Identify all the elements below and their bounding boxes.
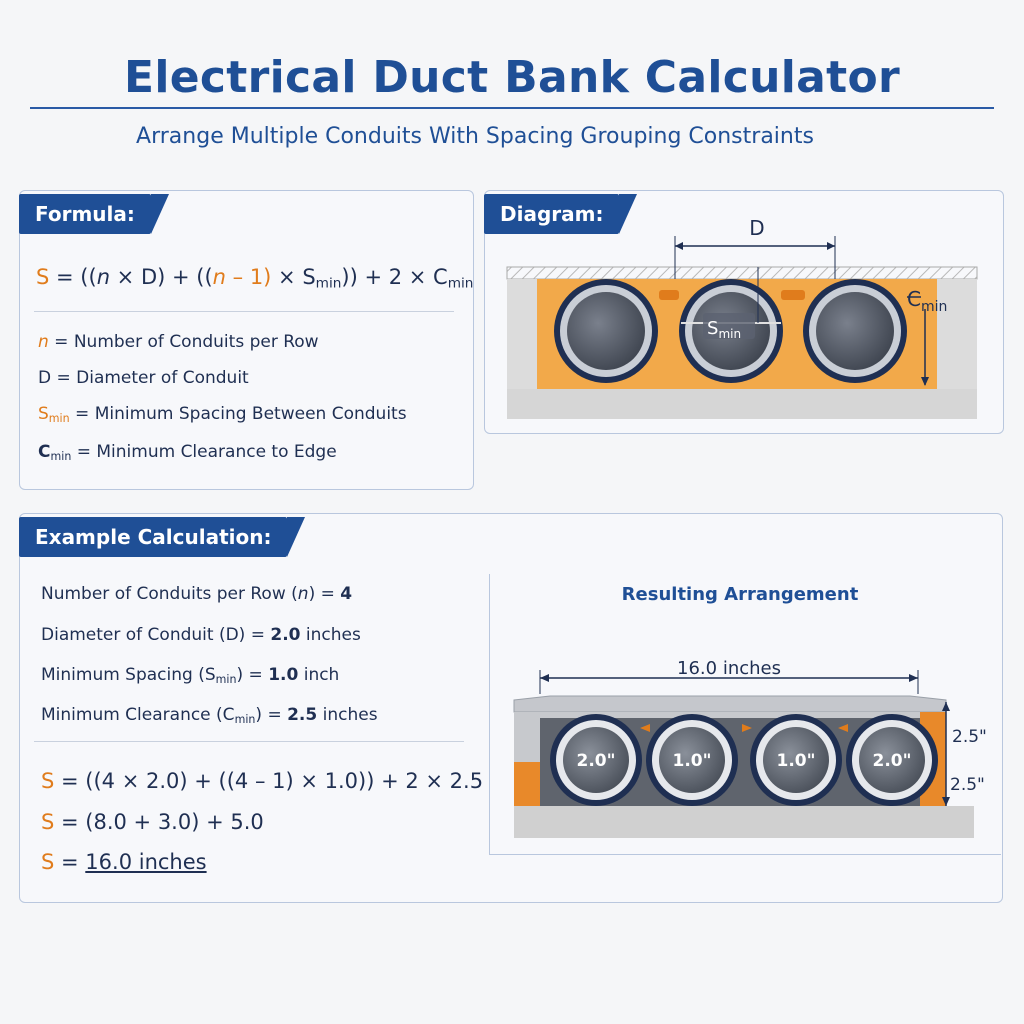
definition-n: n = Number of Conduits per Row	[38, 332, 319, 352]
result-arrangement-diagram: 16.0 inches 2.0" 1.0" 1.0" 2.0" 2.5" 2.5…	[513, 658, 987, 838]
spacer	[659, 290, 805, 300]
formula-part: )) + 2 × C	[341, 265, 448, 289]
clearance-arrow-top	[942, 702, 950, 711]
example-divider	[34, 741, 464, 742]
d-label: D	[749, 216, 764, 240]
formula-sub: min	[447, 275, 474, 292]
page-subtitle: Arrange Multiple Conduits With Spacing G…	[136, 124, 814, 149]
d-arrow-left	[675, 242, 683, 250]
input-d: Diameter of Conduit (D) = 2.0 inches	[41, 625, 361, 645]
example-tab: Example Calculation:	[19, 517, 306, 557]
cmin-label: Cmin	[907, 287, 947, 315]
formula-divider	[34, 311, 454, 312]
formula-expression: S = ((n × D) + ((n – 1) × Smin)) + 2 × C…	[36, 265, 473, 291]
formula-part: × D) + ((	[110, 265, 213, 289]
duct-base	[514, 806, 974, 838]
formula-part: – 1)	[225, 265, 272, 289]
result-conduit	[750, 714, 842, 806]
cross-section-diagram: D Smin Cmin	[506, 216, 978, 419]
conduit-label: 2.0"	[873, 751, 912, 771]
result-value: 16.0 inches	[85, 850, 207, 874]
calc-step-2: S = (8.0 + 3.0) + 5.0	[41, 810, 264, 834]
definition-d: D = Diameter of Conduit	[38, 368, 249, 388]
top-slab	[506, 266, 978, 280]
bottom-slab	[507, 389, 977, 419]
input-cmin: Minimum Clearance (Cmin) = 2.5 inches	[41, 705, 378, 726]
smin-label: Smin	[707, 318, 741, 341]
input-n: Number of Conduits per Row (n) = 4	[41, 584, 353, 604]
formula-n: n	[96, 265, 110, 289]
formula-panel: Formula: S = ((n × D) + ((n – 1) × Smin)…	[19, 190, 474, 490]
page-title: Electrical Duct Bank Calculator	[124, 52, 900, 103]
formula-n: n	[212, 265, 226, 289]
result-conduit	[646, 714, 738, 806]
result-subpanel: Resulting Arrangement 16.0 inches	[489, 574, 1001, 855]
width-arrow-left	[540, 674, 549, 682]
formula-tab: Formula:	[19, 194, 169, 234]
clearance-arrow-bottom	[942, 797, 950, 806]
width-label: 16.0 inches	[677, 658, 781, 679]
conduit	[803, 279, 907, 383]
result-title: Resulting Arrangement	[621, 584, 859, 605]
definition-cmin: Cmin = Minimum Clearance to Edge	[38, 442, 337, 463]
calc-step-1: S = ((4 × 2.0) + ((4 – 1) × 1.0)) + 2 × …	[41, 769, 484, 793]
clearance-bottom-label: 2.5"	[950, 775, 985, 795]
title-divider	[30, 107, 994, 109]
width-arrow-right	[909, 674, 918, 682]
input-smin: Minimum Spacing (Smin) = 1.0 inch	[41, 665, 340, 686]
duct-top-slab	[513, 695, 947, 713]
cmin-arrow	[921, 377, 929, 386]
duct-orange-left	[514, 762, 540, 806]
clearance-top-label: 2.5"	[952, 727, 987, 747]
conduit-label: 1.0"	[777, 751, 816, 771]
result-conduit	[846, 714, 938, 806]
calc-result: S = 16.0 inches	[41, 850, 207, 874]
formula-sub: min	[315, 275, 342, 292]
formula-part: × S	[271, 265, 316, 289]
smin-label-bg	[703, 313, 755, 339]
conduit-label: 2.0"	[577, 751, 616, 771]
diagram-panel: Diagram: D Smin Cmin	[484, 190, 1004, 434]
definition-smin: Smin = Minimum Spacing Between Conduits	[38, 404, 407, 425]
diagram-tab: Diagram:	[484, 194, 639, 234]
example-panel: Example Calculation: Number of Conduits …	[19, 513, 1003, 903]
d-arrow-right	[827, 242, 835, 250]
formula-lhs: S	[36, 265, 50, 289]
formula-part: = ((	[49, 265, 97, 289]
result-conduit	[550, 714, 642, 806]
conduit	[554, 279, 658, 383]
conduit-label: 1.0"	[673, 751, 712, 771]
spacer-arrows	[640, 724, 848, 732]
